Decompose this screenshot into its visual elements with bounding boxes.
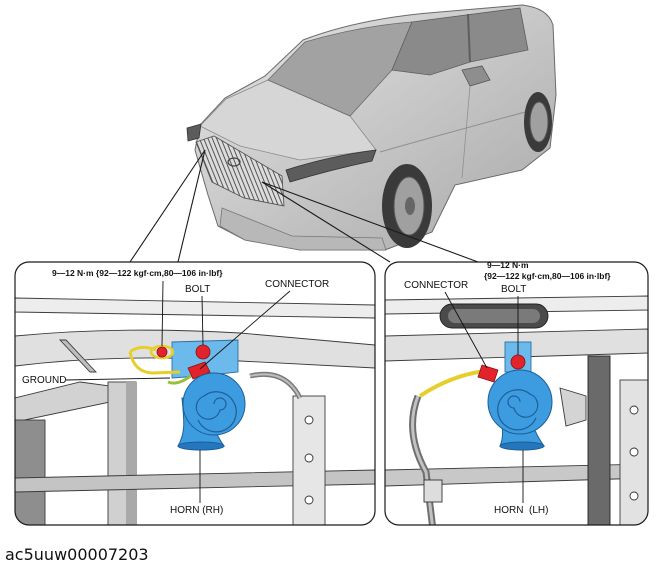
right-headlight — [285, 149, 377, 183]
lh-horn-label: HORN (LH) — [494, 505, 548, 516]
lh-leader-lines — [444, 291, 524, 503]
figure-code: ac5uuw00007203 — [5, 545, 149, 564]
rh-horn — [177, 372, 246, 451]
rh-connector-label: CONNECTOR — [265, 279, 329, 290]
rh-torque-spec: 9—12 N·m {92—122 kgf·cm,80—106 in·lbf} — [52, 268, 223, 278]
front-bumper-lower — [219, 207, 387, 251]
lh-connector-harness — [418, 369, 485, 398]
lh-horn-connector — [477, 364, 499, 383]
callout-line-right-b — [261, 181, 479, 263]
lh-torque-spec-line1: 9—12 N·m — [487, 260, 529, 270]
brand-emblem — [227, 157, 241, 167]
lh-connector-label: CONNECTOR — [404, 280, 468, 291]
rear-wheel — [524, 92, 552, 152]
vehicle-side-mirror — [461, 65, 491, 87]
callout-line-right-a — [261, 181, 391, 263]
front-grille — [195, 135, 285, 207]
rh-horn-connector — [187, 361, 211, 380]
rh-horn-bolt — [195, 344, 211, 360]
vehicle-window-pillar — [467, 13, 471, 63]
vehicle-illustration — [186, 4, 557, 251]
callout-line-left-a — [129, 149, 206, 263]
rh-connector-harness — [167, 373, 193, 385]
rh-ground-bolt — [156, 346, 168, 358]
lh-torque-spec-line2: {92—122 kgf·cm,80—106 in·lbf} — [484, 271, 611, 281]
lh-horn-bolt — [510, 354, 526, 370]
left-headlight — [186, 123, 202, 142]
rh-bolt-label: BOLT — [185, 284, 210, 295]
rh-panel-frame — [14, 261, 376, 526]
vehicle-door-line — [461, 85, 471, 179]
rh-leader-lines — [65, 280, 291, 503]
vehicle-hood — [199, 79, 377, 161]
rh-horn-label: HORN (RH) — [170, 505, 223, 516]
ground-label: GROUND — [22, 375, 66, 386]
lh-horn — [487, 369, 553, 451]
lh-bolt-label: BOLT — [501, 284, 526, 295]
lh-panel-frame — [384, 261, 649, 526]
callout-line-left-b — [177, 149, 206, 263]
detail-panel-rh: 9—12 N·m {92—122 kgf·cm,80—106 in·lbf} B… — [14, 261, 376, 526]
detail-panel-lh: 9—12 N·m {92—122 kgf·cm,80—106 in·lbf} C… — [384, 260, 649, 526]
callout-lines — [129, 149, 479, 263]
front-wheel — [382, 164, 432, 248]
